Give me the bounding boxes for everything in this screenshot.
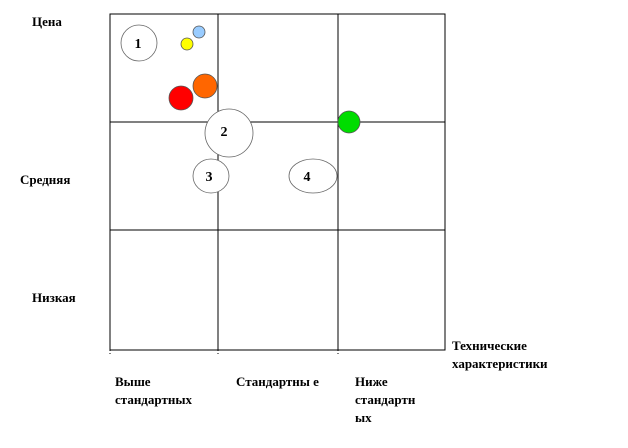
red-dot xyxy=(168,85,194,111)
x-label-standard: Стандартны е xyxy=(236,374,319,389)
orange-dot xyxy=(192,73,218,99)
grid-border xyxy=(109,13,446,351)
bubble-4-label: 4 xyxy=(304,170,311,185)
x-axis-title: Технические характеристики xyxy=(452,338,548,371)
y-label-medium: Средняя xyxy=(20,172,71,187)
yellow-dot xyxy=(180,37,194,51)
y-label-low: Низкая xyxy=(32,290,76,305)
bubble-1 xyxy=(120,24,158,62)
y-label-price: Цена xyxy=(32,14,62,29)
bubble-2 xyxy=(204,108,254,158)
bubble-3 xyxy=(192,158,230,194)
green-dot xyxy=(337,110,361,134)
bubble-2-label: 2 xyxy=(221,125,228,140)
bubble-4 xyxy=(288,158,338,194)
bubble-1-label: 1 xyxy=(135,37,142,52)
bubble-3-label: 3 xyxy=(206,170,213,185)
x-label-above-standard: Выше стандартных xyxy=(115,374,192,407)
x-label-below-standard: Ниже стандартн ых xyxy=(355,374,416,425)
light-blue-dot xyxy=(192,25,206,39)
